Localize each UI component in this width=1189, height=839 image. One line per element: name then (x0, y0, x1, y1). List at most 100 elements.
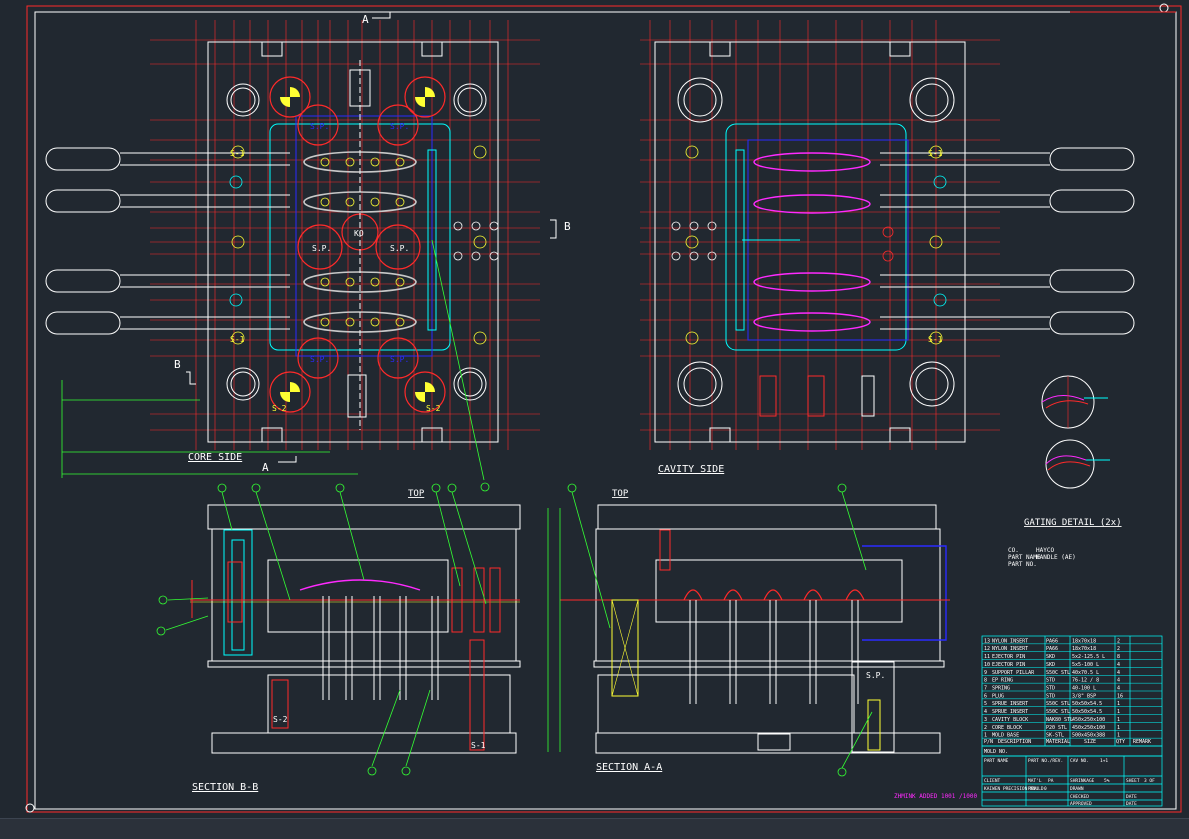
bom-cell-mat: STD (1046, 678, 1055, 684)
bom-cell-desc: EJECTOR PIN (992, 662, 1025, 668)
s1-label-3: S-1 (928, 149, 943, 158)
bom-cell-desc: MOLD BASE (992, 733, 1019, 739)
tb-part-no-rev: PART NO./REV. (1028, 758, 1063, 764)
title-block (981, 755, 1163, 807)
s1-label-4: S-1 (928, 335, 943, 344)
tb-approved: APPROVED (1070, 801, 1092, 807)
sp-label-5: S.P. (310, 355, 329, 364)
top-label-right: TOP (612, 489, 629, 499)
bom-cell-mat: PA66 (1046, 646, 1058, 652)
bom-cell-no: 1 (984, 733, 987, 739)
bom-cell-mat: PA66 (1046, 638, 1058, 644)
tb-cav-no: CAV NO. (1070, 758, 1089, 764)
core-side-view (45, 20, 540, 492)
bom-cell-size: 40x70.5 L (1072, 670, 1099, 676)
bom-cell-no: 9 (984, 670, 987, 676)
bom-cell-qty: 8 (1117, 654, 1120, 660)
bom-cell-size: 450x250x100 (1072, 725, 1105, 731)
bom-header-remark: REMARK (1133, 739, 1151, 745)
bom-cell-qty: 1 (1117, 701, 1120, 707)
section-markers: A A B B (174, 13, 571, 474)
gating-detail-label: GATING DETAIL (2x) (1024, 518, 1122, 528)
tb-rev: REV. (1028, 786, 1039, 792)
drawing-frame (25, 3, 1182, 813)
section-bb-view (156, 483, 521, 776)
bom-cell-qty: 1 (1117, 733, 1120, 739)
co-label: CO. (1008, 547, 1019, 554)
bom-cell-no: 4 (984, 709, 987, 715)
bom-cell-size: 450x250x100 (1072, 717, 1105, 723)
tb-shrinkage-value: 5% (1104, 778, 1110, 784)
section-marker-b-right: B (564, 220, 571, 233)
part-name-label: PART NAME (1008, 554, 1041, 561)
bom-cell-qty: 4 (1117, 662, 1120, 668)
s2-label-3: S-2 (273, 715, 288, 724)
bom-cell-desc: SPRUE INSERT (992, 709, 1028, 715)
bom-cell-desc: EP RING (992, 678, 1013, 684)
bom-cell-size: 76-12 / 8 (1072, 678, 1099, 684)
sp-label-3: S.P. (310, 122, 329, 131)
bom-cell-mat: NAK80 STL (1046, 717, 1073, 723)
cavity-side-view (640, 20, 1135, 450)
tb-drawn: DRAWN (1070, 786, 1084, 792)
footer-note: ZHMINK ADDED 1001 /1000 (894, 793, 977, 800)
tb-sheet-value: 3 OF (1144, 778, 1155, 784)
bom-cell-mat: S50C STL (1046, 701, 1070, 707)
part-info: CO. HAYCO PART NAME HANDLE (AE) PART NO. (1008, 547, 1076, 568)
bom-header-desc: DESCRIPTION (998, 739, 1031, 745)
s1-label-1: S-1 (230, 149, 245, 158)
bom-cell-desc: CORE BLOCK (992, 725, 1022, 731)
view-labels: CORE SIDE CAVITY SIDE SECTION B-B SECTIO… (188, 452, 1122, 793)
tb-part-name: PART NAME (984, 758, 1009, 764)
ko-label: KO (354, 229, 364, 238)
command-bar[interactable] (0, 818, 1189, 839)
tb-checked: CHECKED (1070, 794, 1089, 800)
tb-sheet: SHEET (1126, 778, 1140, 784)
bom-cell-size: 500x450x388 (1072, 733, 1105, 739)
s1-label-5: S-1 (471, 741, 486, 750)
tb-date-2: DATE (1126, 801, 1137, 807)
s2-label-2: S-2 (426, 404, 441, 413)
tb-mat-label: MAT'L (1028, 778, 1042, 784)
bom-cell-desc: NYLON INSERT (992, 646, 1028, 652)
bom-cell-mat: STD (1046, 686, 1055, 692)
core-side-label: CORE SIDE (188, 452, 242, 463)
bom-header-no: P/N (984, 739, 993, 745)
bom-header-qty: QTY (1116, 739, 1125, 745)
bom-cell-qty: 2 (1117, 638, 1120, 644)
bom-cell-mat: S50C STL (1046, 670, 1070, 676)
bom-cell-qty: 4 (1117, 670, 1120, 676)
title-block-text: PART NAME PART NO./REV. CAV NO. 1+1 CLIE… (984, 758, 1155, 807)
bom-header-mat: MATERIAL (1046, 739, 1070, 745)
top-label-left: TOP (408, 489, 425, 499)
gating-detail-view (1041, 375, 1110, 489)
bom-cell-mat: S50C STL (1046, 709, 1070, 715)
s1-label-2: S-1 (230, 335, 245, 344)
bom-cell-no: 11 (984, 654, 990, 660)
tb-shrinkage: SHRINKAGE (1070, 778, 1095, 784)
part-no-label: PART NO. (1008, 561, 1037, 568)
tb-cav-value: 1+1 (1100, 758, 1108, 764)
section-bb-label: SECTION B-B (192, 782, 258, 793)
sp-label-4: S.P. (390, 122, 409, 131)
bom-cell-no: 3 (984, 717, 987, 723)
tb-mat-value: PA (1048, 778, 1054, 784)
section-arrows (186, 12, 557, 463)
tb-company: KAIWEN PRECISION MOULD (984, 786, 1044, 792)
part-name-value: HANDLE (AE) (1036, 554, 1076, 561)
bom-cell-mat: SK-STL (1046, 733, 1064, 739)
section-aa-view (547, 483, 950, 777)
insert-labels: S.P. KO S.P. S.P. S.P. S.P. S.P. S.P. S-… (230, 122, 943, 750)
s2-label-1: S-2 (272, 404, 287, 413)
bom-cell-desc: NYLON INSERT (992, 638, 1028, 644)
bom-cell-size: 40-100 L (1072, 686, 1096, 692)
bom-header-size: SIZE (1084, 739, 1096, 745)
bom-cell-size: 5x2-125.5 L (1072, 654, 1105, 660)
bom-cell-size: 50x50x54.5 (1072, 709, 1102, 715)
bom-cell-mat: STD (1046, 693, 1055, 699)
section-marker-a-top: A (362, 13, 369, 26)
bom-cell-qty: 1 (1117, 717, 1120, 723)
section-aa-label: SECTION A-A (596, 762, 662, 773)
